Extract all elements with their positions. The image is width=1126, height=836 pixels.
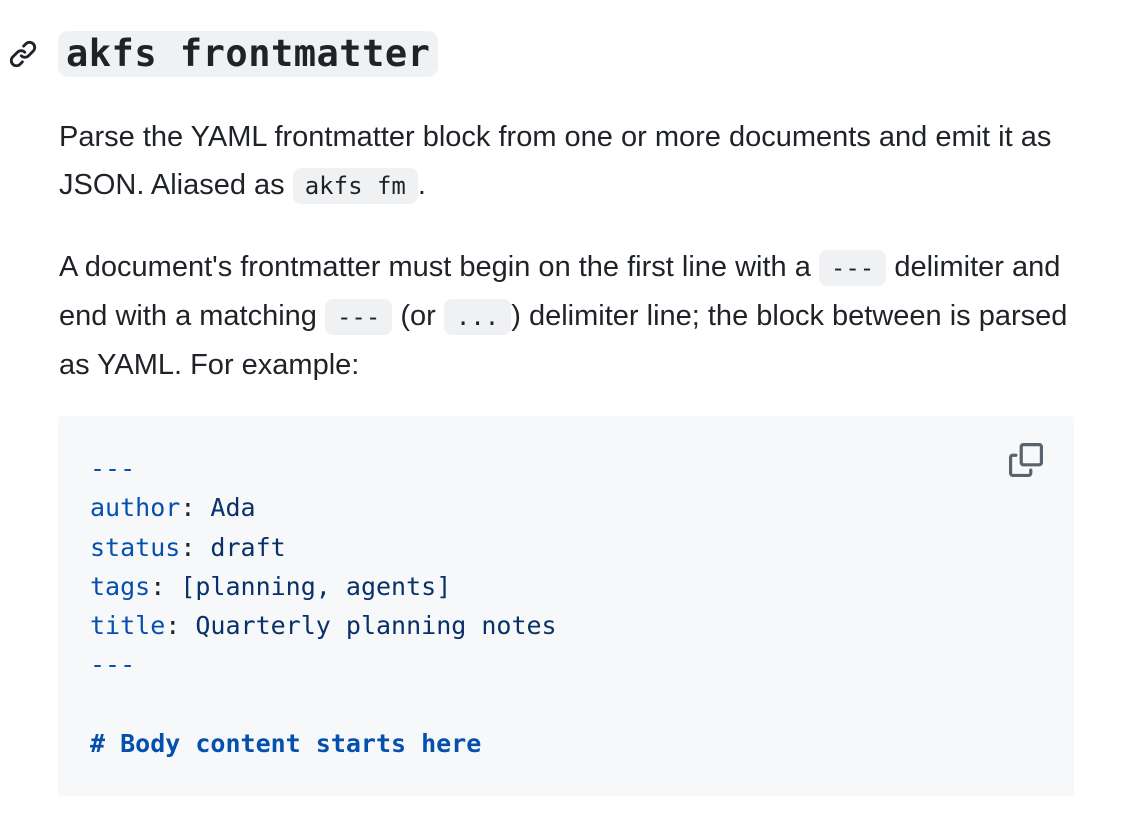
yaml-key: status bbox=[90, 532, 181, 562]
frontmatter-rules-paragraph: A document's frontmatter must begin on t… bbox=[59, 243, 1079, 389]
rules-text-1: A document's frontmatter must begin on t… bbox=[59, 251, 819, 283]
code-body-heading: # Body content starts here bbox=[90, 729, 482, 759]
alt-delimiter-code: ... bbox=[443, 299, 512, 335]
alias-inline-code: akfs fm bbox=[292, 168, 418, 204]
code-line-status: status: draft bbox=[90, 532, 286, 562]
code-line-author: author: Ada bbox=[90, 493, 256, 523]
code-open-delimiter: --- bbox=[90, 454, 136, 483]
yaml-key: tags bbox=[90, 571, 151, 601]
yaml-value: Ada bbox=[210, 493, 256, 523]
yaml-key: title bbox=[90, 611, 166, 641]
link-icon bbox=[9, 40, 37, 68]
copy-button[interactable] bbox=[1008, 442, 1044, 478]
code-block: --- author: Ada status: draft tags: [planni… bbox=[58, 416, 1074, 796]
open-delimiter-code: --- bbox=[818, 250, 887, 286]
rules-text-2: delimiter and end with a matching bbox=[59, 251, 1061, 332]
yaml-key: author bbox=[90, 493, 181, 523]
code-content[interactable]: --- author: Ada status: draft tags: [planni… bbox=[90, 449, 557, 763]
code-line-title: title: Quarterly planning notes bbox=[90, 611, 557, 641]
rules-text-3: (or bbox=[392, 300, 444, 332]
rules-text-4: ) delimiter line; the block between is p… bbox=[59, 300, 1068, 381]
yaml-value: [planning, agents] bbox=[180, 571, 452, 601]
heading-anchor-link[interactable] bbox=[8, 31, 46, 77]
yaml-value: draft bbox=[210, 532, 286, 562]
command-name: akfs frontmatter bbox=[58, 31, 439, 77]
close-delimiter-code: --- bbox=[324, 299, 393, 335]
code-blank-line bbox=[90, 685, 557, 724]
code-close-delimiter: --- bbox=[90, 650, 136, 680]
section-heading: akfs frontmatter bbox=[8, 31, 439, 77]
description-text: Parse the YAML frontmatter block from on… bbox=[59, 121, 1052, 201]
yaml-value: Quarterly planning notes bbox=[195, 611, 557, 641]
description-end: . bbox=[417, 169, 426, 201]
code-line-tags: tags: [planning, agents] bbox=[90, 571, 452, 601]
description-paragraph: Parse the YAML frontmatter block from on… bbox=[59, 113, 1079, 210]
copy-icon bbox=[1009, 443, 1043, 477]
